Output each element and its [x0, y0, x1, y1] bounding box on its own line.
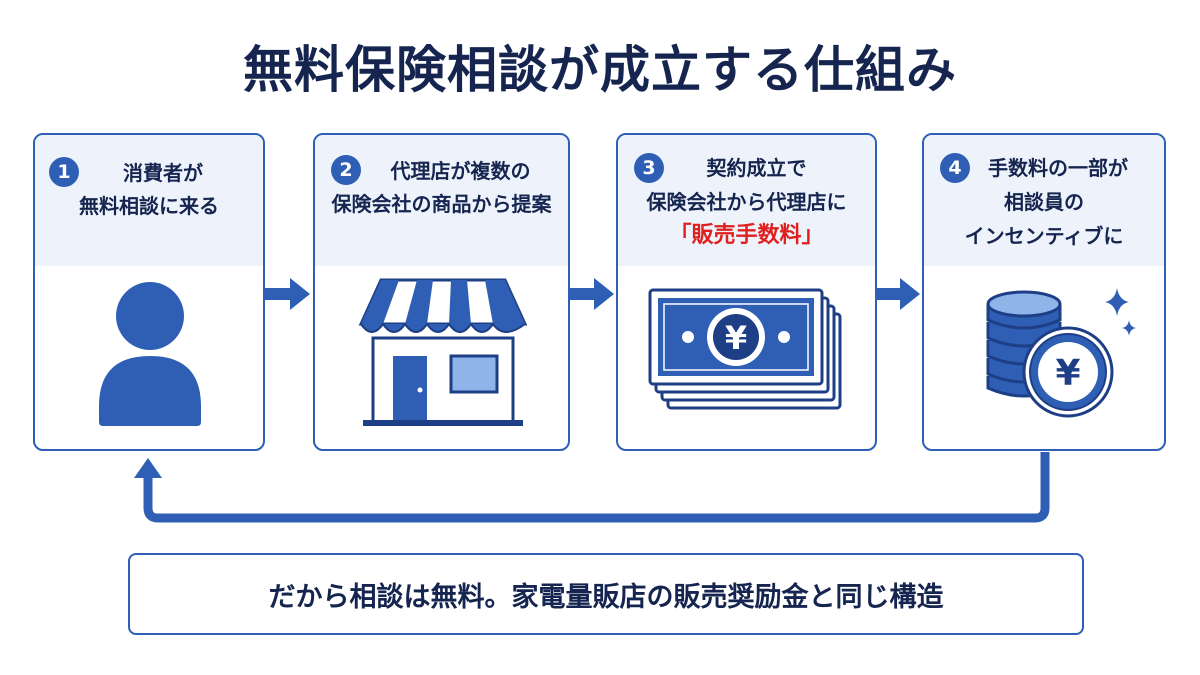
- step-card-3: 3 契約成立で 保険会社から代理店に 「販売手数料」 ¥: [616, 133, 877, 451]
- step-description: 消費者が 無料相談に来る: [35, 157, 263, 223]
- step-description: 手数料の一部が 相談員の インセンティブに: [924, 151, 1164, 253]
- step-card-header: 3 契約成立で 保険会社から代理店に 「販売手数料」: [618, 135, 875, 266]
- step-card-4: 4 手数料の一部が 相談員の インセンティブに ¥: [922, 133, 1166, 451]
- step-card-header: 4 手数料の一部が 相談員の インセンティブに: [924, 135, 1164, 266]
- step-text-line: 保険会社の商品から提案: [331, 192, 552, 216]
- storefront-icon: [315, 266, 568, 449]
- summary-box: だから相談は無料。家電量販店の販売奨励金と同じ構造: [128, 553, 1084, 635]
- step-card-header: 2 代理店が複数の 保険会社の商品から提案: [315, 135, 568, 266]
- step-text-line: 保険会社から代理店に: [646, 190, 847, 214]
- step-number-badge: 4: [940, 153, 970, 183]
- yen-banknotes-icon: ¥: [618, 266, 875, 449]
- step-number-badge: 2: [331, 155, 361, 185]
- page-title: 無料保険相談が成立する仕組み: [243, 41, 957, 99]
- step-card-1: 1 消費者が 無料相談に来る: [33, 133, 265, 451]
- step-number-badge: 1: [49, 157, 79, 187]
- step-card-2: 2 代理店が複数の 保険会社の商品から提案: [313, 133, 570, 451]
- person-icon: [35, 266, 263, 449]
- step-text-line: 無料相談に来る: [79, 194, 219, 218]
- step-text-line: 代理店が複数の: [390, 159, 531, 183]
- sales-commission-highlight: 「販売手数料」: [669, 223, 824, 248]
- flow-arrow-icon: [570, 278, 614, 310]
- step-description: 契約成立で 保険会社から代理店に 「販売手数料」: [618, 151, 875, 253]
- step-text-line: インセンティブに: [964, 224, 1124, 248]
- step-description: 代理店が複数の 保険会社の商品から提案: [315, 155, 568, 221]
- svg-text:¥: ¥: [725, 319, 747, 357]
- flow-arrow-icon: [264, 278, 310, 310]
- svg-text:¥: ¥: [1055, 353, 1080, 394]
- step-text-line: 消費者が: [123, 161, 203, 185]
- step-number-badge: 3: [634, 153, 664, 183]
- step-text-line: 手数料の一部が: [988, 156, 1128, 180]
- yen-coins-icon: ¥: [924, 266, 1164, 449]
- step-card-header: 1 消費者が 無料相談に来る: [35, 135, 263, 266]
- step-text-line: 契約成立で: [706, 156, 807, 180]
- step-text-line: 相談員の: [1004, 190, 1084, 214]
- flow-arrow-icon: [876, 278, 920, 310]
